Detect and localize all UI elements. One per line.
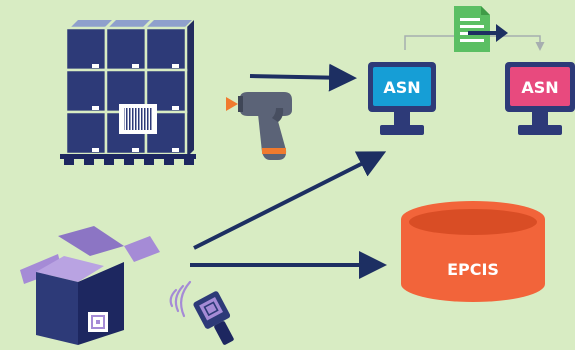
epcis-label: EPCIS (447, 260, 499, 279)
asn-monitor-right: ASN (505, 62, 575, 135)
barcode-scanner-icon (226, 92, 292, 160)
asn-monitor-left: ASN (368, 62, 436, 135)
database-cylinder-icon: EPCIS (401, 201, 545, 302)
open-box-icon (20, 226, 160, 345)
rfid-tag (88, 312, 108, 332)
pallet-of-boxes-icon (60, 20, 196, 165)
rfid-reader-icon (169, 280, 234, 345)
arrow-box-to-asn (193, 151, 387, 250)
document-icon (454, 6, 508, 52)
asn-right-label: ASN (521, 78, 558, 97)
pallet-barcode-label (119, 104, 157, 134)
flow-arrows (190, 63, 387, 279)
asn-left-label: ASN (383, 78, 420, 97)
arrow-scanner-to-asn (249, 63, 357, 92)
